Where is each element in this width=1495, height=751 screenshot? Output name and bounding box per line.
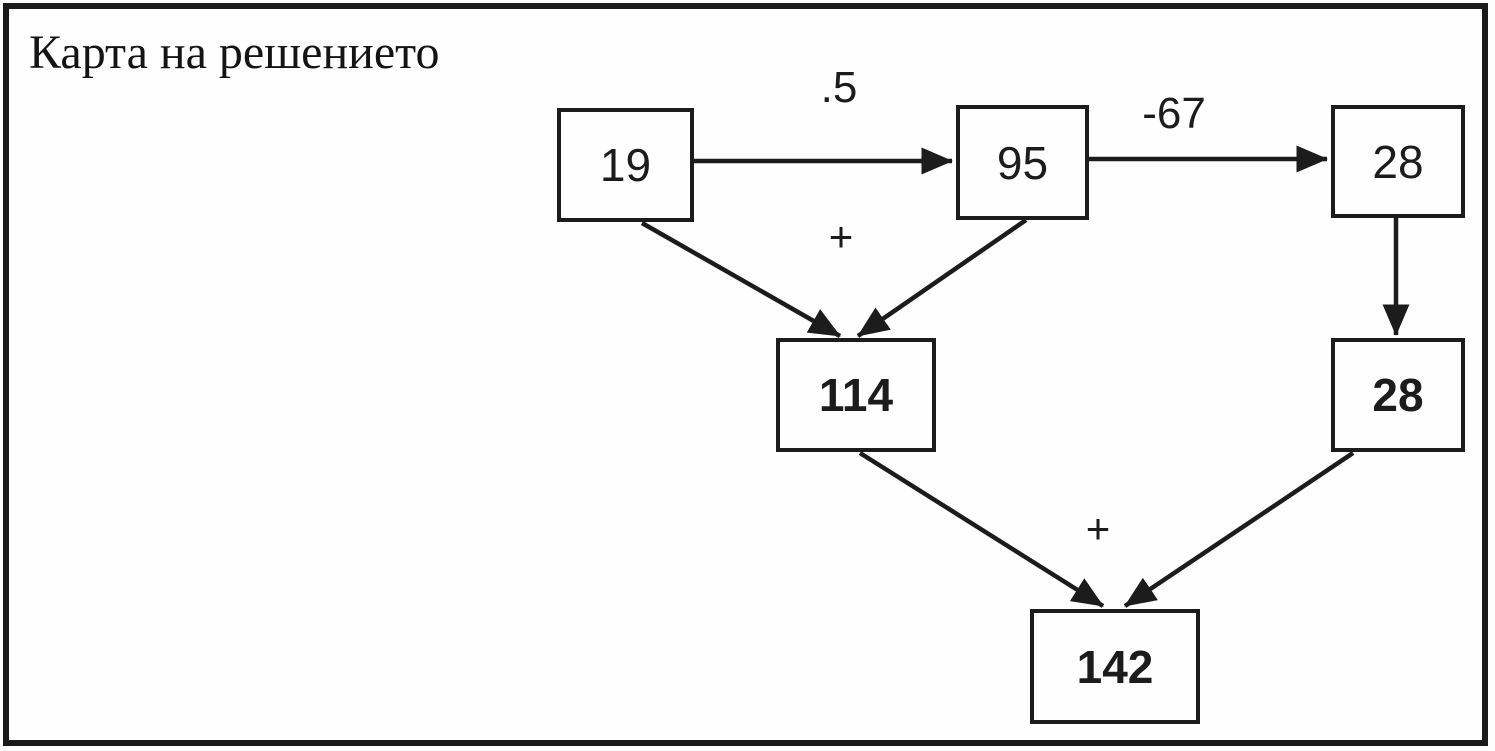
arrow-95-to-114 [856, 218, 1028, 338]
node-result-value: 142 [1030, 609, 1200, 724]
edge-label-subtract: -67 [1142, 89, 1206, 138]
node-carried-value: 28 [1331, 338, 1465, 452]
node-product-value: 95 [956, 105, 1089, 220]
edge-label-add-bottom: + [1085, 505, 1111, 552]
connector-arrows [640, 145, 1410, 608]
diagram-frame: Карта на решението 19 95 28 114 28 142 .… [3, 3, 1488, 746]
node-sum-left-value: 114 [776, 338, 936, 452]
arrow-19-to-114 [640, 221, 842, 338]
edge-label-multiply: .5 [820, 63, 858, 112]
node-start-value: 19 [557, 108, 694, 222]
arrow-114-to-142 [858, 451, 1105, 608]
arrow-28-to-142 [1123, 451, 1355, 608]
page-title: Карта на решението [29, 26, 440, 79]
node-difference-value: 28 [1331, 105, 1465, 218]
edge-label-add-top: + [828, 213, 854, 260]
